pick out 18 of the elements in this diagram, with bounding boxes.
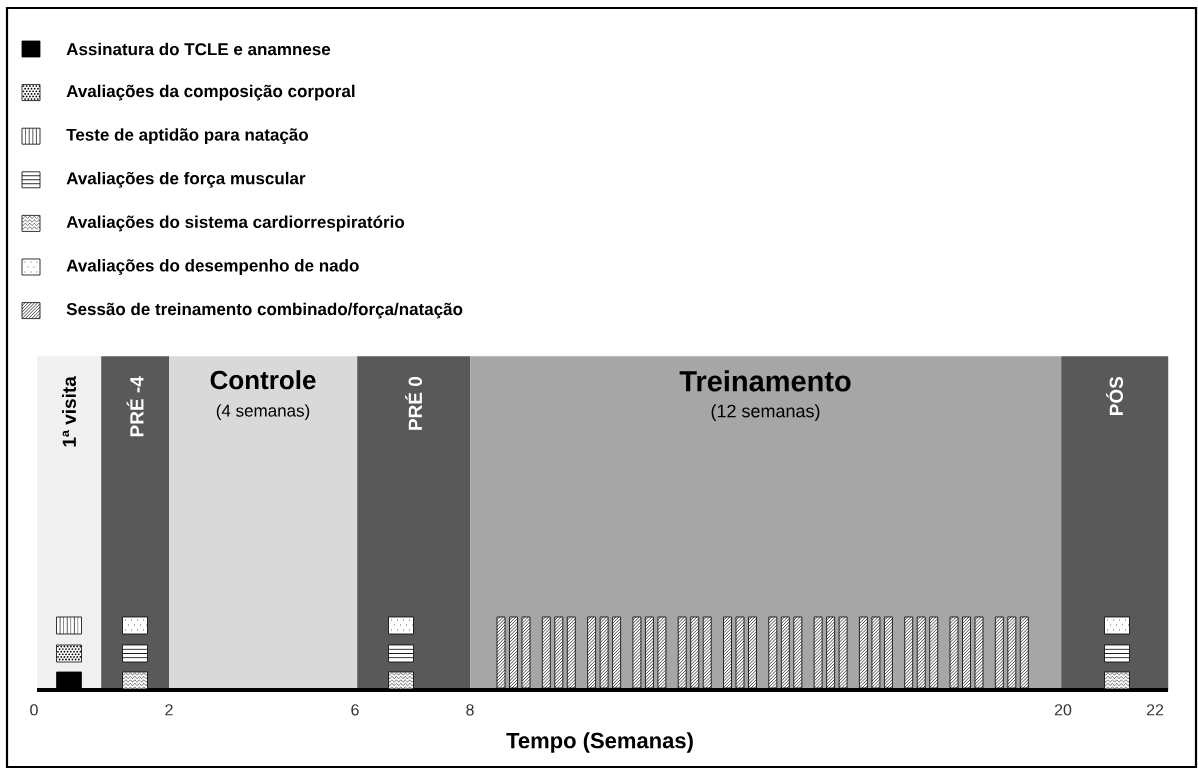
legend-text: Avaliações do sistema cardiorrespiratório [66,215,405,232]
tick-label: 2 [165,704,173,716]
tick-label: 6 [351,704,359,716]
phase-band: 1ª visita [37,356,102,691]
tick-label: 0 [30,704,38,716]
legend-text: Avaliações de força muscular [66,171,306,188]
legend-text: Avaliações do desempenho de nado [66,259,359,275]
legend-text: Avaliações da composição corporal [66,84,355,101]
phase-band: PÓS [1061,356,1169,691]
legend-text: Sessão de treinamento combinado/força/natação [66,302,463,319]
legend-text: Assinatura do TCLE e anamnese [66,42,331,56]
phase-band: PRÉ -4 [101,356,170,691]
phase-band: PRÉ 0 [357,356,471,691]
phase-band: Controle (4 semanas) [169,356,358,691]
tick-label: 8 [466,704,474,716]
legend-text: Teste de aptidão para natação [66,128,308,145]
tick-label: 20 [1054,704,1072,716]
axis-title: Tempo (Semanas) [506,732,693,753]
